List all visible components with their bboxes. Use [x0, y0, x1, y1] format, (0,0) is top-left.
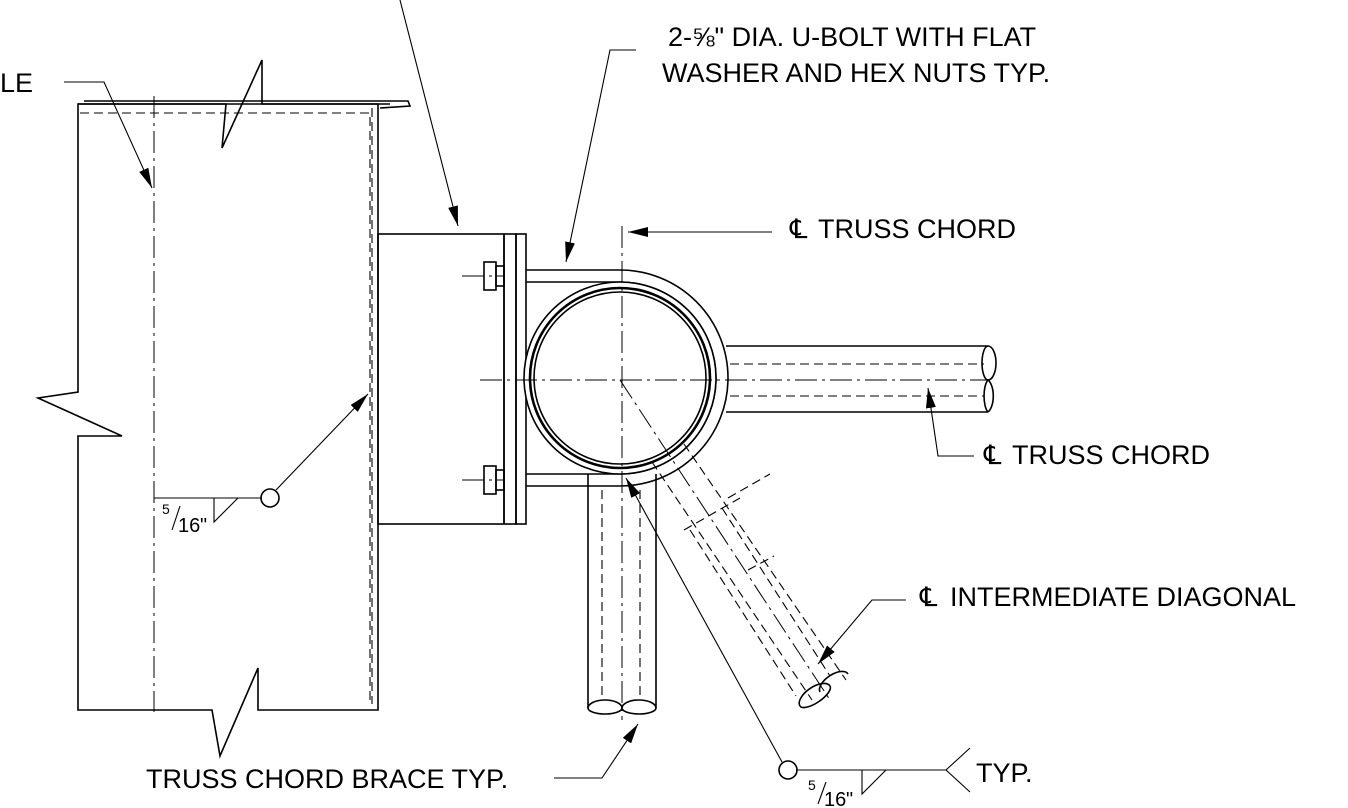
label-pole: LE	[0, 68, 33, 98]
intermediate-diagonal	[619, 379, 849, 709]
weld-left-unit: "	[200, 515, 207, 537]
label-cl-truss-chord-right: TRUSS CHORD	[1012, 440, 1210, 470]
label-ubolt-line2: WASHER AND HEX NUTS TYP.	[662, 58, 1050, 88]
weld-left-denominator: 16	[178, 515, 200, 537]
cl-symbol-right: ℄	[983, 440, 1002, 470]
weld-bottom-denominator: 16	[824, 789, 846, 808]
weld-bottom-unit: "	[846, 789, 853, 808]
truss-chord	[480, 226, 997, 720]
weld-symbol-left: 5 16 "	[162, 488, 280, 537]
label-ubolt-line1: 2-⅝" DIA. U-BOLT WITH FLAT	[668, 22, 1036, 52]
label-cl-intermediate-diagonal: INTERMEDIATE DIAGONAL	[950, 582, 1296, 612]
labels: LE 2-⅝" DIA. U-BOLT WITH FLAT WASHER AND…	[0, 22, 1296, 794]
weld-bottom-numerator: 5	[808, 777, 816, 793]
label-weld-typ: TYP.	[976, 758, 1033, 788]
label-truss-chord-brace: TRUSS CHORD BRACE TYP.	[146, 764, 508, 794]
bracket-plate	[377, 233, 527, 525]
weld-left-numerator: 5	[162, 501, 170, 517]
leaders	[64, 0, 974, 779]
weld-symbol-bottom: 5 16 "	[778, 747, 971, 808]
pole	[35, 59, 412, 759]
cl-symbol-diagonal: ℄	[919, 582, 938, 612]
label-cl-truss-chord-top: TRUSS CHORD	[818, 214, 1016, 244]
cl-symbol-top: ℄	[789, 214, 808, 244]
